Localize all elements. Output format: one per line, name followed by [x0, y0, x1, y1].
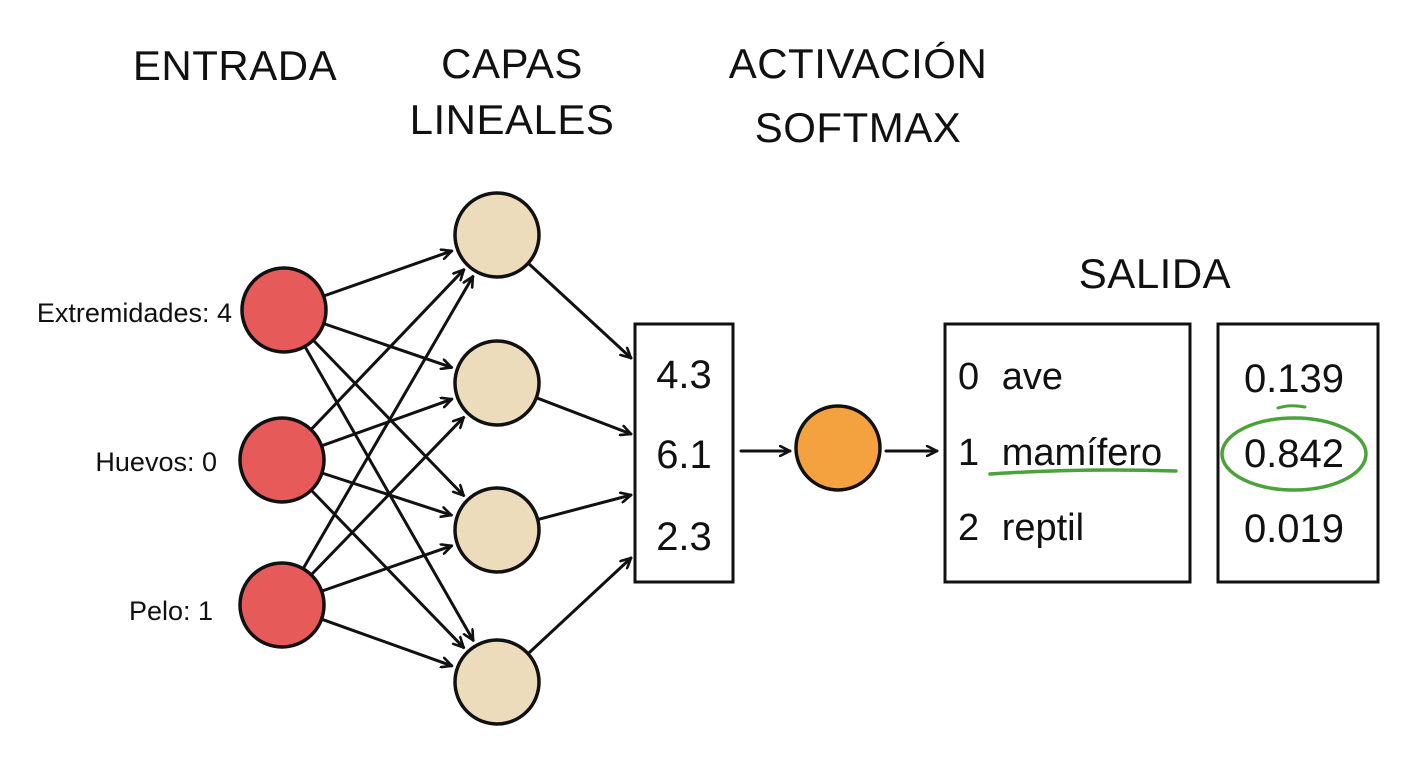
class-index-2: 2: [958, 507, 979, 549]
class-label-1: 1 mamífero: [958, 432, 1162, 474]
logits-box: [633, 322, 735, 584]
connection-arrows: [302, 251, 939, 666]
probabilities-box: [1216, 322, 1380, 584]
input-node-eggs: [238, 416, 326, 504]
edge-input-3-to-hidden-2: [311, 415, 466, 575]
input-label-eggs: Huevos: 0: [95, 447, 217, 477]
heading-linear-line1: CAPAS: [441, 40, 583, 87]
class-labels-box: [943, 322, 1192, 584]
class-index-0: 0: [958, 356, 979, 398]
hidden-node-3: [453, 486, 541, 574]
hidden-node-4: [453, 638, 541, 726]
logit-value-0: 4.3: [656, 353, 712, 397]
edge-input-3-to-hidden-4: [321, 618, 454, 666]
edge-input-1-to-hidden-2: [324, 322, 454, 367]
logit-value-1: 6.1: [656, 433, 712, 477]
logit-value-2: 2.3: [656, 515, 712, 559]
heading-activation-line1: ACTIVACIÓN: [729, 40, 988, 87]
class-name-1: mamífero: [1002, 432, 1162, 474]
input-node-hair: [238, 561, 326, 649]
highlight-underline: [988, 468, 1178, 476]
class-label-0: 0 ave: [958, 356, 1063, 398]
class-name-0: ave: [1002, 356, 1063, 398]
edge-input-3-to-hidden-3: [322, 546, 454, 593]
edge-input-2-to-hidden-1: [310, 268, 466, 430]
edge-hidden-2-to-logits: [536, 396, 633, 434]
heading-linear-line2: LINEALES: [410, 96, 615, 143]
class-name-2: reptil: [1002, 507, 1084, 549]
probability-value-2: 0.019: [1244, 507, 1344, 551]
heading-activation-line2: SOFTMAX: [755, 104, 962, 151]
edge-hidden-3-to-logits: [538, 495, 633, 521]
highlight-tick: [1276, 404, 1307, 410]
edge-input-3-to-hidden-1: [302, 275, 475, 569]
heading-output: SALIDA: [1079, 250, 1231, 297]
softmax-node: [794, 404, 882, 492]
input-label-limbs: Extremidades: 4: [37, 298, 232, 328]
hidden-node-2: [453, 339, 541, 427]
edge-hidden-1-to-logits: [528, 263, 633, 360]
input-label-hair: Pelo: 1: [129, 596, 213, 626]
probability-value-0: 0.139: [1244, 357, 1344, 401]
edge-hidden-4-to-logits: [528, 556, 633, 654]
hidden-node-1: [453, 191, 541, 279]
class-index-1: 1: [958, 432, 979, 474]
heading-input: ENTRADA: [133, 42, 337, 89]
class-label-2: 2 reptil: [958, 507, 1084, 549]
highlight-circle: [1220, 416, 1368, 492]
probability-value-1: 0.842: [1244, 432, 1344, 476]
edge-input-1-to-hidden-1: [324, 251, 454, 297]
input-node-limbs: [240, 266, 328, 354]
